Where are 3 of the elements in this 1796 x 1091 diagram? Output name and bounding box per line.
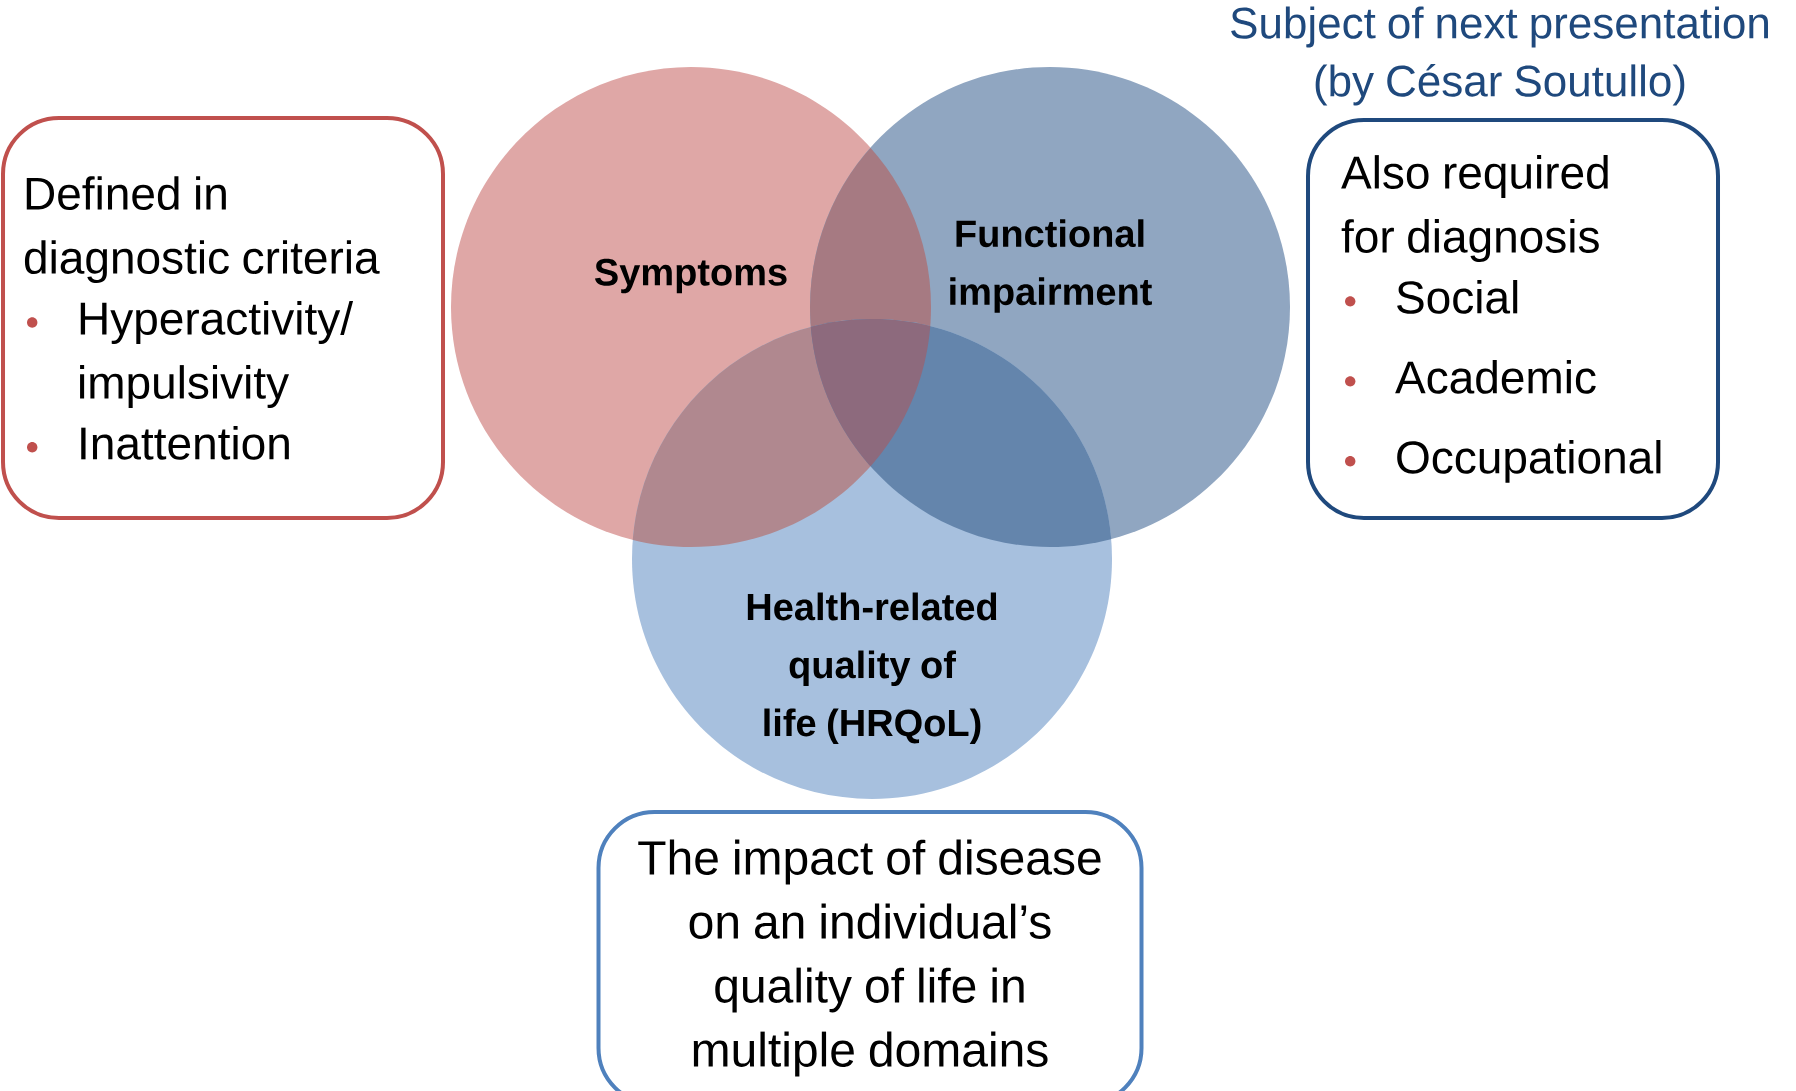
text-box: Also required for diagnosis Social Academic Occupational: [1306, 118, 1720, 520]
text-box: Defined in diagnostic criteria Hyperactivity/ impulsivity Inattention: [1, 116, 445, 520]
text-box: The impact of disease on an individual’s quality of life in multiple domains: [596, 810, 1144, 1091]
